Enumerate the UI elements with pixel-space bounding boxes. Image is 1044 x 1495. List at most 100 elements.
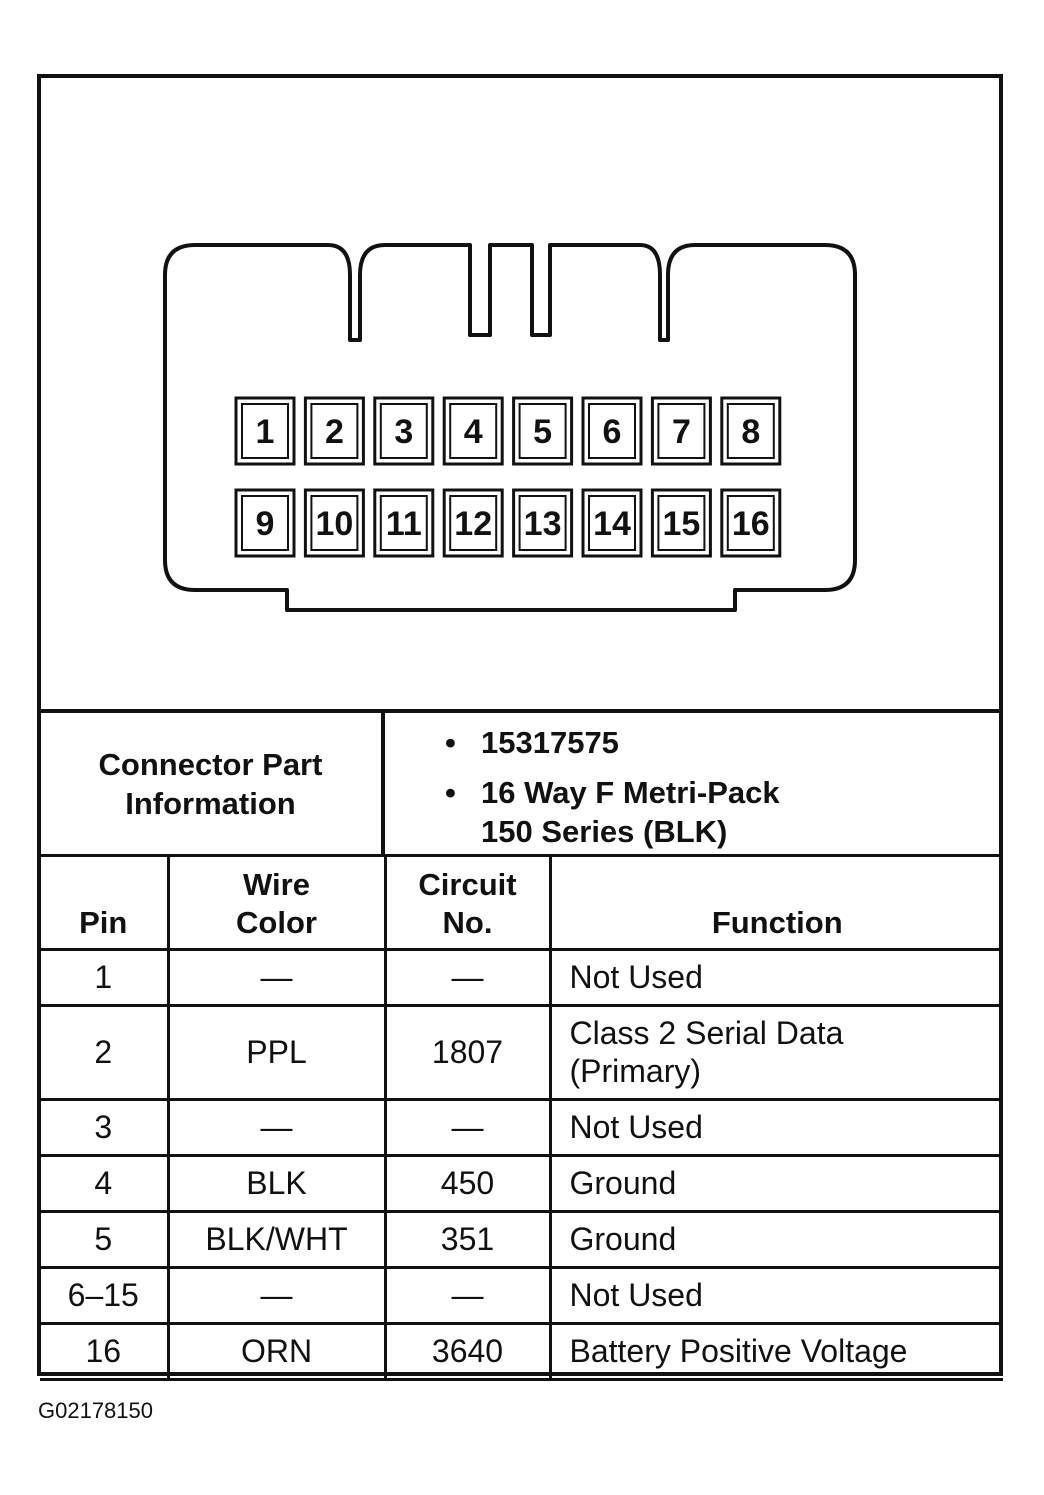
cell-pin: 5 xyxy=(40,1209,170,1269)
pin-cavity-inner xyxy=(449,495,498,551)
pin-cavity-inner xyxy=(726,495,775,551)
cell-circuit: — xyxy=(383,1265,552,1325)
table-row: 4 BLK 450 Ground xyxy=(40,1153,1003,1213)
pin-cavity-inner xyxy=(657,403,706,459)
pin-number-label: 1 xyxy=(256,413,275,451)
pin-number-label: 8 xyxy=(741,413,760,451)
connector-part-info: Connector Part Information • 15317575 • … xyxy=(40,709,1003,857)
pin-number-label: 7 xyxy=(672,413,691,451)
cell-wire-color: BLK xyxy=(166,1153,387,1213)
pin-cavity xyxy=(234,488,296,558)
connector-outline xyxy=(163,243,857,612)
cell-pin: 16 xyxy=(40,1321,170,1381)
table-row: 3 — — Not Used xyxy=(40,1097,1003,1157)
pin-cavity xyxy=(512,396,574,466)
pin-cavity xyxy=(234,396,296,466)
figure-id: G02178150 xyxy=(38,1398,153,1423)
cell-function: Class 2 Serial Data(Primary) xyxy=(548,1003,1003,1101)
pin-cavity xyxy=(373,396,435,466)
part-info-label-cell: Connector Part Information xyxy=(40,713,385,854)
pin-number-label: 15 xyxy=(662,505,700,543)
pin-number-label: 4 xyxy=(464,413,483,451)
cell-function: Not Used xyxy=(548,947,1003,1007)
pin-number-label: 10 xyxy=(315,505,353,543)
pin-cavity xyxy=(442,396,504,466)
pin-cavity-inner xyxy=(518,403,567,459)
table-row: 2 PPL 1807 Class 2 Serial Data(Primary) xyxy=(40,1003,1003,1101)
cell-pin: 3 xyxy=(40,1097,170,1157)
pin-cavity-inner xyxy=(657,495,706,551)
pin-number-label: 6 xyxy=(603,413,622,451)
header-pin: Pin xyxy=(40,857,170,951)
pin-number-label: 5 xyxy=(533,413,552,451)
table-row: 6–15 — — Not Used xyxy=(40,1265,1003,1325)
pin-number-label: 9 xyxy=(256,505,275,543)
pin-number-label: 16 xyxy=(732,505,770,543)
cell-wire-color: — xyxy=(166,947,387,1007)
table-row: 5 BLK/WHT 351 Ground xyxy=(40,1209,1003,1269)
part-info-label-line2: Information xyxy=(125,785,296,821)
pin-number-label: 3 xyxy=(394,413,413,451)
bullet-dot-icon: • xyxy=(445,775,456,810)
pin-cavity-inner xyxy=(449,403,498,459)
pin-cavity xyxy=(442,488,504,558)
cell-function: Ground xyxy=(548,1209,1003,1269)
cell-wire-color: ORN xyxy=(166,1321,387,1381)
cell-circuit: — xyxy=(383,1097,552,1157)
table-row: 16 ORN 3640 Battery Positive Voltage xyxy=(40,1321,1003,1381)
pin-cavity xyxy=(303,488,365,558)
cell-pin: 4 xyxy=(40,1153,170,1213)
pin-cavity-inner xyxy=(379,495,428,551)
pin-cavity xyxy=(720,488,782,558)
cell-function: Not Used xyxy=(548,1097,1003,1157)
pin-cavity-inner xyxy=(310,495,359,551)
cell-circuit: 3640 xyxy=(383,1321,552,1381)
cell-circuit: 1807 xyxy=(383,1003,552,1101)
pin-cavity xyxy=(581,488,643,558)
pin-number-label: 2 xyxy=(325,413,344,451)
pin-number-label: 14 xyxy=(593,505,631,543)
cell-pin: 1 xyxy=(40,947,170,1007)
part-info-label-line1: Connector Part xyxy=(98,746,323,782)
pin-cavity-inner xyxy=(726,403,775,459)
part-number: 15317575 xyxy=(481,725,619,760)
cell-function: Not Used xyxy=(548,1265,1003,1325)
part-description-line1: 16 Way F Metri-Pack xyxy=(481,775,780,810)
pin-cavity xyxy=(373,488,435,558)
part-description-line2: 150 Series (BLK) xyxy=(481,814,728,849)
table-row: 1 — — Not Used xyxy=(40,947,1003,1007)
pin-cavity xyxy=(512,488,574,558)
cell-circuit: 450 xyxy=(383,1153,552,1213)
bullet-dot-icon: • xyxy=(445,725,456,760)
cell-pin: 6–15 xyxy=(40,1265,170,1325)
cell-wire-color: — xyxy=(166,1097,387,1157)
pin-cavity-inner xyxy=(310,403,359,459)
pin-cavity-inner xyxy=(241,403,289,459)
pin-cavity xyxy=(650,396,712,466)
cell-function: Ground xyxy=(548,1153,1003,1213)
pin-cavity xyxy=(650,488,712,558)
pin-number-label: 13 xyxy=(524,505,562,543)
part-info-values-cell: • 15317575 • 16 Way F Metri-Pack 150 Ser… xyxy=(385,713,1003,854)
cell-circuit: — xyxy=(383,947,552,1007)
pin-cavity-inner xyxy=(379,403,428,459)
cell-wire-color: BLK/WHT xyxy=(166,1209,387,1269)
cell-function: Battery Positive Voltage xyxy=(548,1321,1003,1381)
pin-number-label: 11 xyxy=(386,505,422,543)
pin-number-label: 12 xyxy=(454,505,492,543)
pin-cavity xyxy=(720,396,782,466)
cell-wire-color: PPL xyxy=(166,1003,387,1101)
header-function: Function xyxy=(548,857,1003,951)
pin-cavity-inner xyxy=(588,403,636,459)
pin-cavity-inner xyxy=(518,495,567,551)
cell-circuit: 351 xyxy=(383,1209,552,1269)
pin-cavity xyxy=(303,396,365,466)
cell-wire-color: — xyxy=(166,1265,387,1325)
pin-cavity-inner xyxy=(588,495,636,551)
cell-pin: 2 xyxy=(40,1003,170,1101)
